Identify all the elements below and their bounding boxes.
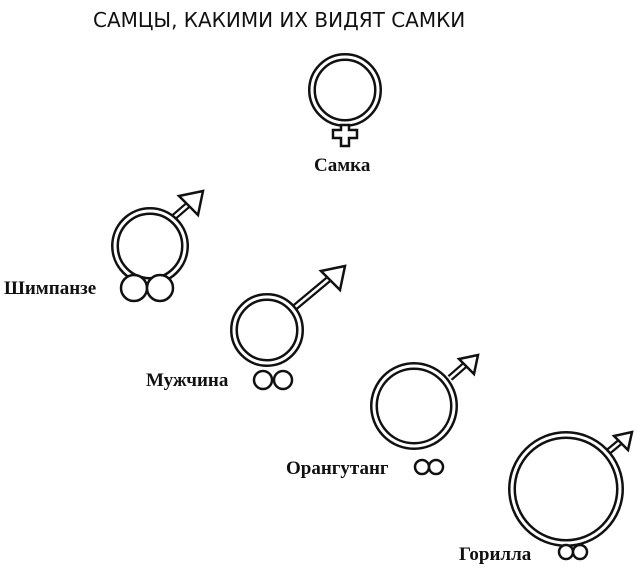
gorilla-figure: Горилла <box>459 430 634 565</box>
mars-icon <box>508 430 634 547</box>
gorilla-label: Горилла <box>459 544 532 565</box>
chimpanzee-label: Шимпанзе <box>4 278 96 299</box>
orangutan-figure: Орангутанг <box>286 353 480 479</box>
testes-medium <box>252 369 294 391</box>
human-figure: Мужчина <box>146 264 347 391</box>
testes-small <box>557 543 589 561</box>
chimpanzee-figure: Шимпанзе <box>4 189 205 303</box>
mars-icon <box>230 264 347 367</box>
human-label: Мужчина <box>146 370 229 391</box>
diagram-title: САМЦЫ, КАКИМИ ИХ ВИДЯТ САМКИ <box>93 8 465 32</box>
venus-icon <box>308 53 382 148</box>
testes-large <box>119 273 175 303</box>
testes-small <box>413 458 445 476</box>
female-figure: Самка <box>308 53 382 176</box>
mars-icon <box>370 353 480 450</box>
female-label: Самка <box>314 155 371 176</box>
mars-icon <box>111 189 205 285</box>
orangutan-label: Орангутанг <box>286 458 389 479</box>
